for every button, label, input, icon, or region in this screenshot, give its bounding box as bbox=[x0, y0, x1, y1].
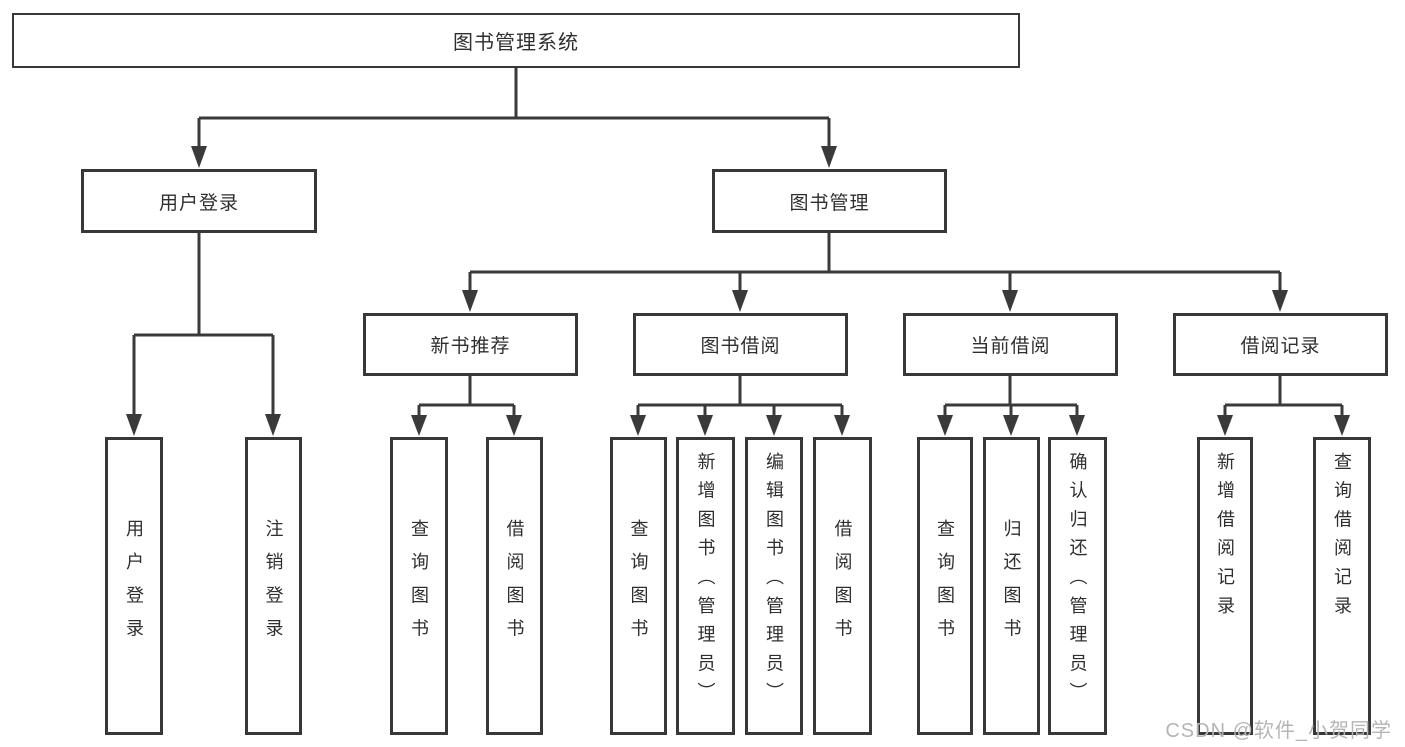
arrowhead-icons bbox=[126, 146, 1350, 436]
leaf-query-books-borrowing: 查询图书 bbox=[610, 437, 667, 735]
node-new-book-recommendation: 新书推荐 bbox=[363, 313, 578, 376]
node-book-borrowing: 图书借阅 bbox=[633, 313, 848, 376]
leaf-query-books-recommend: 查询图书 bbox=[390, 437, 448, 735]
leaf-edit-book-admin: 编辑图书（管理员） bbox=[745, 437, 803, 735]
node-borrow-records: 借阅记录 bbox=[1173, 313, 1388, 376]
leaf-borrow-books-borrowing: 借阅图书 bbox=[813, 437, 872, 735]
leaf-logout: 注销登录 bbox=[245, 437, 302, 735]
node-current-borrowing: 当前借阅 bbox=[903, 313, 1118, 376]
csdn-watermark: CSDN @软件_小贺同学 bbox=[1165, 720, 1392, 742]
leaf-add-borrow-record: 新增借阅记录 bbox=[1197, 437, 1253, 735]
leaf-query-books-current: 查询图书 bbox=[917, 437, 973, 735]
leaf-add-book-admin: 新增图书（管理员） bbox=[676, 437, 735, 735]
node-library-management-system: 图书管理系统 bbox=[12, 13, 1020, 68]
leaf-query-borrow-record: 查询借阅记录 bbox=[1313, 437, 1371, 735]
leaf-confirm-return-admin: 确认归还（管理员） bbox=[1048, 437, 1107, 735]
node-user-login: 用户登录 bbox=[81, 169, 317, 233]
leaf-user-login: 用户登录 bbox=[105, 437, 163, 735]
leaf-return-books: 归还图书 bbox=[983, 437, 1040, 735]
node-book-management: 图书管理 bbox=[712, 169, 947, 233]
leaf-borrow-books-recommend: 借阅图书 bbox=[486, 437, 543, 735]
